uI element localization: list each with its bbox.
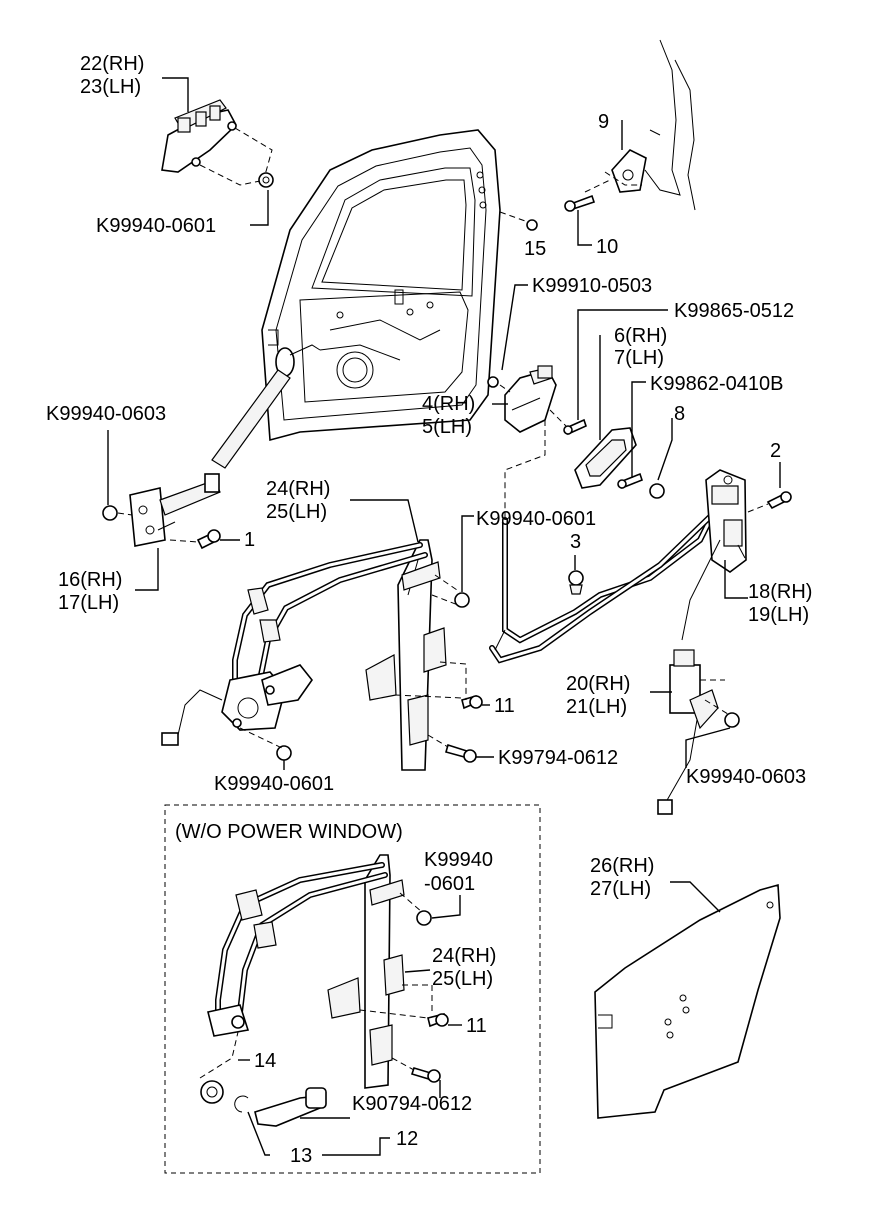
door-body-pillar — [644, 39, 696, 211]
label-16-rh: 16(RH) — [58, 569, 122, 591]
label-k99940-0601-top: K99940-0601 — [96, 215, 216, 237]
screw-10 — [564, 194, 596, 212]
spacer-14 — [199, 1031, 239, 1104]
label-4-rh: 4(RH) — [422, 393, 475, 415]
manual-window-regulator — [207, 854, 405, 1089]
door-frame — [211, 129, 501, 469]
label-26-rh: 26(RH) — [590, 855, 654, 877]
label-7-lh: 7(LH) — [614, 347, 664, 369]
label-k99940-0601-bottom: K99940-0601 — [214, 773, 334, 795]
screw-k99862-0410b — [617, 472, 643, 490]
lock-actuator-20-21 — [657, 539, 740, 815]
label-20-rh: 20(RH) — [566, 673, 630, 695]
handle-bezel-6-7 — [574, 427, 637, 489]
nut-k99940-0603-left — [102, 505, 118, 521]
label-23-lh: 23(LH) — [80, 76, 141, 98]
label-19-lh: 19(LH) — [748, 604, 809, 626]
label-8: 8 — [674, 403, 685, 425]
label-0601-suffix: -0601 — [424, 873, 475, 895]
label-11-power: 11 — [494, 695, 515, 717]
door-check-16-17 — [129, 473, 221, 547]
label-k99940-0603-right: K99940-0603 — [686, 766, 806, 788]
label-13: 13 — [290, 1145, 312, 1167]
nut-k99940-0601-mid — [454, 592, 470, 608]
door-striker-9 — [584, 149, 647, 193]
bolt-k90794-0612 — [391, 1057, 441, 1083]
label-11-manual: 11 — [466, 1015, 487, 1037]
label-25-lh-manual: 25(LH) — [432, 968, 493, 990]
label-18-rh: 18(RH) — [748, 581, 812, 603]
door-trim-seal-26-27 — [594, 883, 781, 1119]
clip-3 — [568, 570, 584, 595]
label-14: 14 — [254, 1050, 276, 1072]
label-10: 10 — [596, 236, 618, 258]
cap-8 — [649, 483, 665, 499]
label-5-lh: 5(LH) — [422, 416, 472, 438]
label-k99940: K99940 — [424, 849, 493, 871]
clip-15 — [526, 219, 538, 231]
label-27-lh: 27(LH) — [590, 878, 651, 900]
label-6-rh: 6(RH) — [614, 325, 667, 347]
label-2: 2 — [770, 440, 781, 462]
lock-rod — [489, 420, 723, 664]
screw-k99865-0512 — [549, 409, 587, 436]
label-k99794-0612: K99794-0612 — [498, 747, 618, 769]
screw-2 — [747, 491, 792, 513]
window-crank-handle — [254, 1087, 327, 1127]
label-k99862-0410b: K99862-0410B — [650, 373, 783, 395]
label-k99940-0603-left: K99940-0603 — [46, 403, 166, 425]
label-24-rh-power: 24(RH) — [266, 478, 330, 500]
label-22-rh: 22(RH) — [80, 53, 144, 75]
label-k99865-0512: K99865-0512 — [674, 300, 794, 322]
door-latch-18-19 — [705, 469, 747, 573]
label-21-lh: 21(LH) — [566, 696, 627, 718]
outside-door-handle — [161, 99, 273, 186]
label-1: 1 — [244, 529, 255, 551]
label-12: 12 — [396, 1128, 418, 1150]
nut-k99940-0601-manual — [416, 910, 432, 926]
label-wo-power-window: (W/O POWER WINDOW) — [175, 821, 403, 843]
power-window-regulator — [161, 539, 447, 771]
label-25-lh-power: 25(LH) — [266, 501, 327, 523]
bolt-11a — [394, 661, 483, 710]
clip-13 — [234, 1095, 249, 1113]
bolt-k99794-0612 — [427, 734, 477, 763]
callout-labels: 22(RH) 23(LH) K99940-0601 9 10 15 K99910… — [46, 53, 812, 1167]
label-24-rh-manual: 24(RH) — [432, 945, 496, 967]
nut-k99940-0601-top — [258, 172, 274, 188]
label-3: 3 — [570, 531, 581, 553]
label-9: 9 — [598, 111, 609, 133]
clip-k99910-0503 — [487, 376, 499, 388]
bolt-11b — [359, 984, 449, 1028]
manual-window-box — [164, 804, 541, 1174]
label-k99910-0503: K99910-0503 — [532, 275, 652, 297]
leader-lines — [107, 77, 781, 1156]
bolt-1 — [169, 529, 221, 550]
nut-k99940-0601-bottom — [276, 745, 292, 761]
label-17-lh: 17(LH) — [58, 592, 119, 614]
label-15: 15 — [524, 238, 546, 260]
label-k99940-0601-mid: K99940-0601 — [476, 508, 596, 530]
label-k90794-0612: K90794-0612 — [352, 1093, 472, 1115]
inside-handle-4-5 — [504, 365, 557, 433]
